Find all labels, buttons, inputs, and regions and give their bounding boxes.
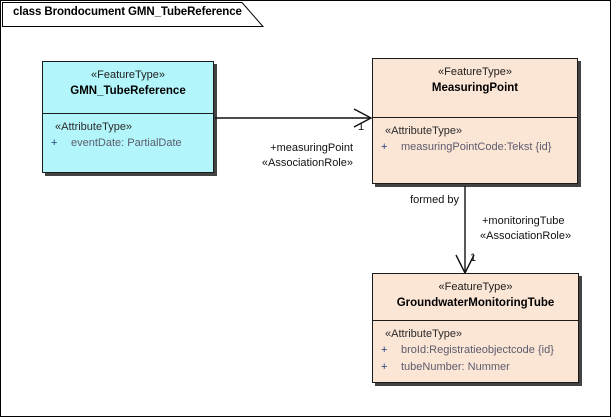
multiplicity-measuring-point: 1 bbox=[358, 121, 365, 133]
association-name-formed-by: formed by bbox=[410, 194, 459, 206]
attribute-row: + measuringPointCode:Tekst {id} bbox=[379, 139, 573, 156]
attribute-visibility: + bbox=[51, 137, 58, 149]
class-measuring-point[interactable]: «FeatureType» MeasuringPoint «AttributeT… bbox=[372, 58, 578, 184]
class-stereotype: «FeatureType» bbox=[438, 281, 513, 293]
class-header-groundwater-monitoring-tube: «FeatureType» GroundwaterMonitoringTube bbox=[373, 274, 578, 321]
attribute-visibility: + bbox=[381, 361, 388, 373]
attribute-text: broId:Registratieobjectcode {id} bbox=[401, 344, 554, 356]
diagram-title-tab: class Brondocument GMN_TubeReference bbox=[2, 2, 264, 27]
attribute-text: eventDate: PartialDate bbox=[71, 137, 182, 149]
association-to-measuring-point bbox=[215, 108, 373, 128]
class-header-gmn-tube-reference: «FeatureType» GMN_TubeReference bbox=[43, 62, 213, 114]
class-name: MeasuringPoint bbox=[431, 82, 519, 94]
class-stereotype: «FeatureType» bbox=[438, 66, 512, 78]
class-name: GroundwaterMonitoringTube bbox=[396, 297, 555, 309]
attribute-visibility: + bbox=[381, 141, 388, 153]
attribute-text: tubeNumber: Nummer bbox=[401, 361, 510, 373]
attribute-row: + eventDate: PartialDate bbox=[49, 135, 209, 152]
attribute-row: + tubeNumber: Nummer bbox=[379, 359, 574, 376]
attribute-stereotype: «AttributeType» bbox=[385, 125, 463, 137]
class-groundwater-monitoring-tube[interactable]: «FeatureType» GroundwaterMonitoringTube … bbox=[372, 273, 579, 383]
class-stereotype: «FeatureType» bbox=[91, 69, 165, 81]
association-role-stereotype-measuring-point: «AssociationRole» bbox=[261, 157, 353, 169]
association-role-stereotype-monitoring-tube: «AssociationRole» bbox=[480, 230, 572, 242]
class-attributes-groundwater-monitoring-tube: «AttributeType» + broId:Registratieobjec… bbox=[373, 321, 578, 382]
multiplicity-monitoring-tube: 1 bbox=[470, 252, 477, 264]
class-name: GMN_TubeReference bbox=[70, 85, 186, 97]
attribute-text: measuringPointCode:Tekst {id} bbox=[401, 141, 552, 153]
class-attributes-measuring-point: «AttributeType» + measuringPointCode:Tek… bbox=[373, 118, 577, 162]
class-attributes-gmn-tube-reference: «AttributeType» + eventDate: PartialDate bbox=[43, 114, 213, 158]
attribute-stereotype: «AttributeType» bbox=[55, 121, 133, 133]
class-gmn-tube-reference[interactable]: «FeatureType» GMN_TubeReference «Attribu… bbox=[42, 61, 214, 173]
attribute-stereotype: «AttributeType» bbox=[385, 328, 463, 340]
attribute-visibility: + bbox=[381, 344, 388, 356]
association-role-monitoring-tube: +monitoringTube bbox=[482, 215, 565, 227]
diagram-title: class Brondocument GMN_TubeReference bbox=[13, 6, 242, 18]
attribute-row: + broId:Registratieobjectcode {id} bbox=[379, 342, 574, 359]
class-header-measuring-point: «FeatureType» MeasuringPoint bbox=[373, 59, 577, 118]
association-role-measuring-point: +measuringPoint bbox=[270, 142, 353, 154]
title-tab-shape bbox=[2, 2, 264, 27]
